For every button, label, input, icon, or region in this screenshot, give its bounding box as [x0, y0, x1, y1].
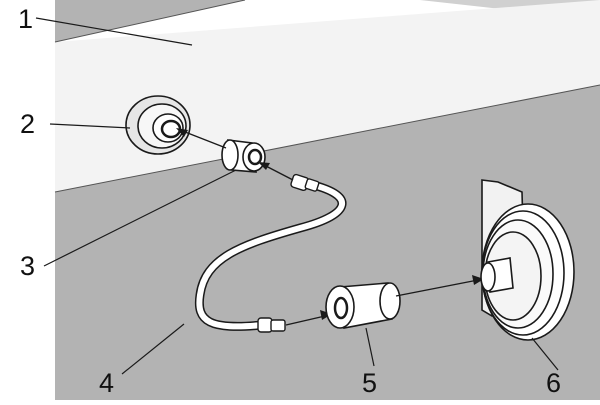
- grommet-part: [125, 95, 191, 155]
- assembly-arrow-grommet: [176, 128, 227, 149]
- panel-edge-lower: [54, 84, 600, 193]
- sleeve-part: [325, 282, 401, 329]
- horn-nozzle-end: [480, 262, 496, 292]
- hose-part: [194, 173, 347, 333]
- sleeve-hole: [333, 296, 349, 320]
- leader-4: [121, 323, 185, 375]
- lower-gray-panel: [55, 85, 600, 400]
- bushing-hole: [247, 148, 263, 166]
- leader-6: [531, 337, 559, 371]
- hose-tube-fill: [196, 180, 345, 330]
- horn-part: [480, 179, 575, 341]
- leader-5: [365, 327, 375, 367]
- callout-label-4: 4: [99, 368, 114, 398]
- panel-edge-upper: [54, 0, 246, 43]
- bushing-part: [221, 139, 266, 173]
- callout-label-5: 5: [362, 368, 377, 398]
- sleeve-back-end: [379, 282, 401, 320]
- hose-end-fitting-top: [290, 173, 320, 192]
- assembly-arrow-hose-bottom: [285, 310, 332, 326]
- callout-label-6: 6: [546, 368, 561, 398]
- callout-label-2: 2: [20, 109, 35, 139]
- callout-label-3: 3: [20, 251, 35, 281]
- bushing-back-end: [221, 139, 239, 171]
- leader-2: [49, 123, 131, 129]
- hose-end-fitting-bottom: [257, 317, 286, 333]
- callout-leaders: [35, 17, 559, 375]
- leader-3: [43, 169, 237, 267]
- callout-label-1: 1: [18, 4, 33, 34]
- callout-labels: 1 2 3 4 5 6: [18, 4, 561, 398]
- assembly-arrow-hose-top: [258, 162, 294, 181]
- middle-light-panel: [55, 0, 600, 192]
- background-panels: [54, 0, 600, 400]
- assembly-arrow-sleeve: [395, 275, 484, 297]
- leader-1: [35, 17, 193, 46]
